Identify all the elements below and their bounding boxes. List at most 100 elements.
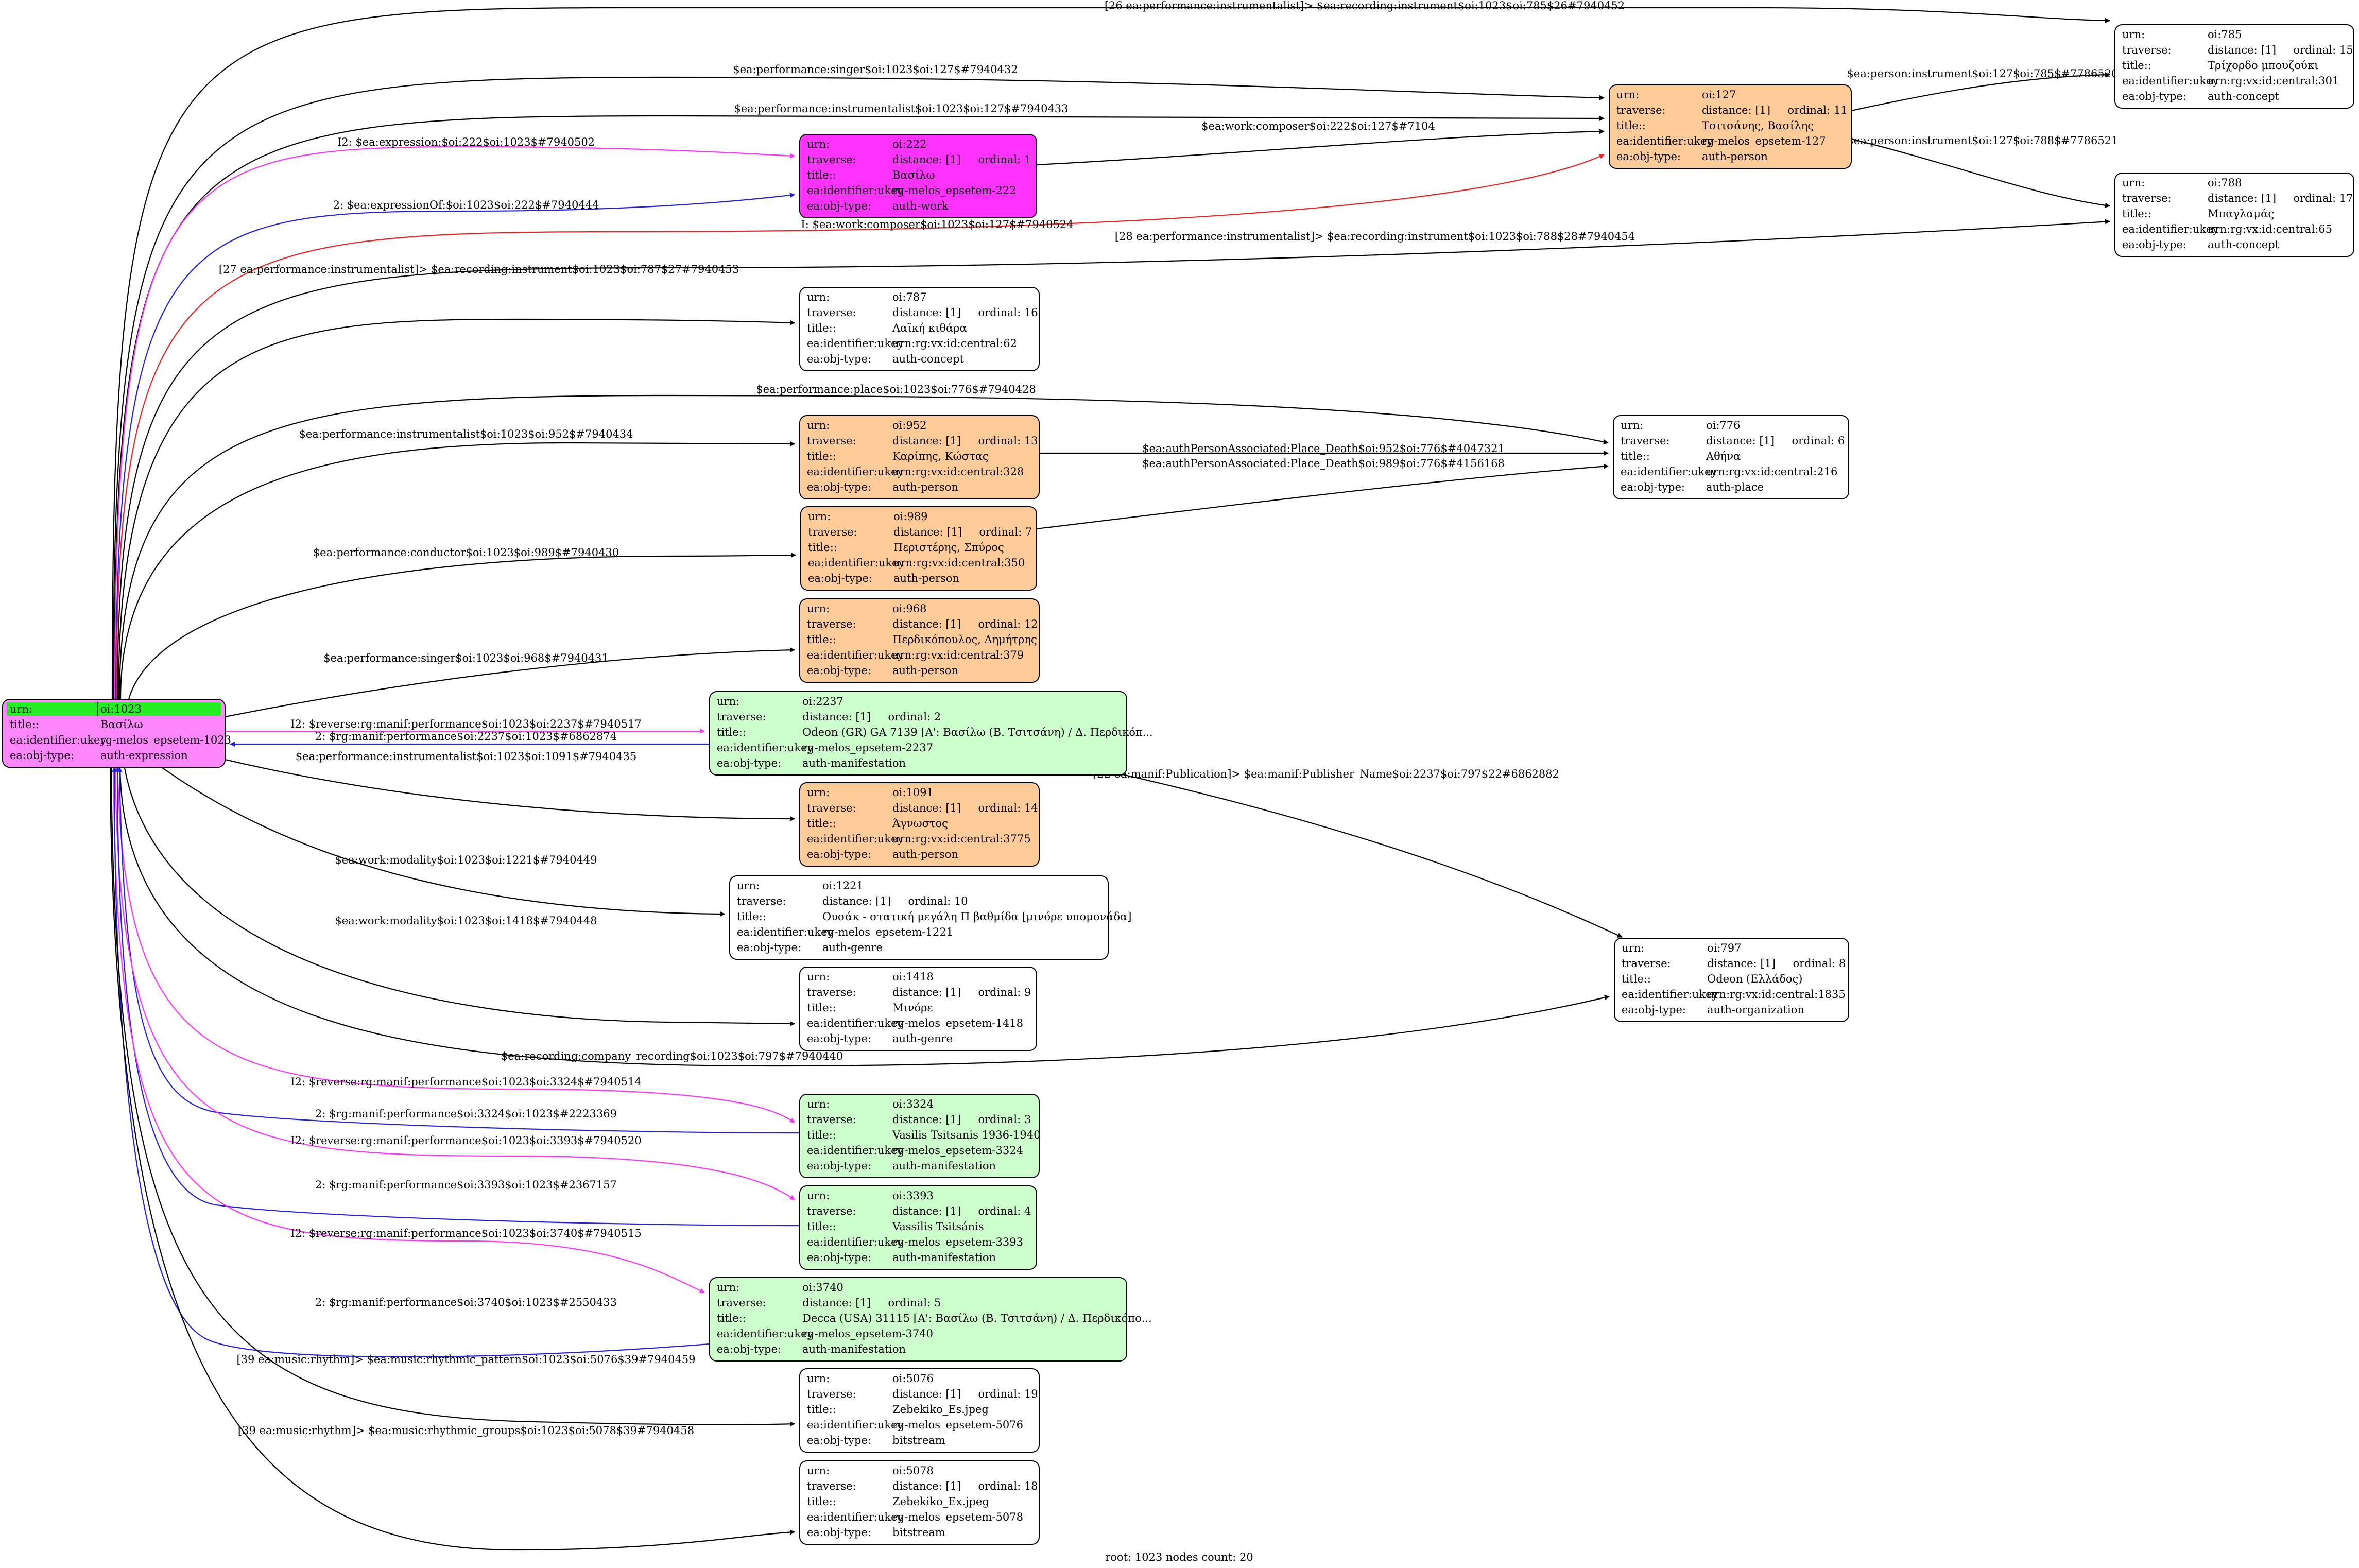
node-field-key: urn:: [808, 510, 831, 523]
node-field-value: Τρίχορδο μπουζούκι: [2208, 59, 2318, 72]
node-field-key: ea:identifier:ukey: [808, 557, 905, 569]
node-field-key: urn:: [1622, 942, 1644, 954]
node-field-key: title::: [2122, 59, 2151, 72]
node-box: [799, 287, 1040, 371]
edge-label: I2: $reverse:rg:manif:performance$oi:102…: [290, 1227, 641, 1239]
edge-label: $ea:work:modality$oi:1023$oi:1221$#79404…: [335, 854, 597, 866]
edge-label: I2: $reverse:rg:manif:performance$oi:102…: [290, 718, 641, 730]
node-field-value: auth-manifestation: [892, 1251, 996, 1264]
node-field-key: title::: [807, 1220, 836, 1233]
edge-n1023-n3324: [116, 762, 795, 1123]
node-box: [799, 967, 1037, 1051]
node-field-value: auth-person: [892, 481, 958, 493]
node-field-value: oi:797: [1707, 942, 1742, 954]
node-field-value: distance: [1] ordinal: 17: [2208, 192, 2353, 204]
root-header-highlight: [7, 702, 221, 716]
node-field-key: ea:identifier:ukey: [2122, 223, 2219, 235]
node-field-value: auth-person: [892, 664, 958, 677]
node-field-key: ea:obj-type:: [1622, 1004, 1686, 1016]
node-field-value: rg-melos_epsetem-3324: [892, 1144, 1023, 1157]
node-field-value: oi:787: [892, 291, 927, 303]
edge-label: $ea:performance:singer$oi:1023$oi:968$#7…: [323, 652, 609, 664]
node-1023[interactable]: urn:oi:1023title::Βασίλωea:identifier:uk…: [2, 699, 231, 768]
edge-n1023-n968: [225, 647, 795, 718]
node-field-value: urn:rg:vx:id:central:65: [2208, 223, 2332, 235]
node-field-key: ea:identifier:ukey: [1616, 135, 1713, 147]
edge-n1023-n5078: [109, 762, 795, 1551]
node-field-value: distance: [1] ordinal: 19: [892, 1388, 1038, 1400]
edge-label: $ea:performance:singer$oi:1023$oi:127$#7…: [733, 63, 1018, 76]
node-field-key: urn:: [1616, 89, 1639, 101]
edge-n3324-n1023: [117, 767, 800, 1134]
node-field-key: ea:obj-type:: [2122, 90, 2186, 102]
edge-label: $ea:work:composer$oi:222$oi:127$#7104: [1201, 120, 1435, 132]
edge-n1023-n222: [114, 146, 795, 700]
node-field-value: Μπαγλαμάς: [2208, 208, 2274, 220]
node-field-value: Ουσάκ - στατική μεγάλη Π βαθμίδα [μινόρε…: [822, 910, 1131, 923]
node-box: [2, 699, 226, 768]
node-field-key: ea:identifier:ukey: [807, 1017, 904, 1029]
node-field-key: ea:identifier:ukey: [737, 926, 834, 938]
node-field-value: urn:rg:vx:id:central:3775: [892, 833, 1031, 845]
node-field-value: oi:785: [2208, 28, 2242, 41]
node-field-key: traverse:: [807, 306, 856, 319]
node-field-value: auth-manifestation: [892, 1160, 996, 1172]
node-field-key: ea:obj-type:: [807, 1526, 871, 1539]
node-field-key: traverse:: [2122, 192, 2172, 204]
node-field-value: distance: [1] ordinal: 14: [892, 802, 1038, 814]
edge-n1023-n788: [116, 219, 2110, 700]
node-field-value: auth-concept: [2208, 90, 2280, 102]
node-field-value: rg-melos_epsetem-3740: [802, 1328, 933, 1340]
edge-n1023-n5076: [110, 762, 795, 1427]
edge-n1023-n222: [115, 193, 795, 700]
node-field-value: Zebekiko_Es.jpeg: [892, 1403, 989, 1416]
node-box: [729, 875, 1109, 960]
nodes-layer: urn:oi:1023title::Βασίλωea:identifier:uk…: [2, 24, 2354, 1545]
node-field-key: ea:obj-type:: [807, 1434, 871, 1446]
edge-label: [27 ea:performance:instrumentalist]> $ea…: [219, 263, 739, 275]
node-field-value: distance: [1] ordinal: 9: [892, 986, 1031, 998]
node-box: [799, 782, 1040, 867]
node-field-value: auth-place: [1706, 481, 1764, 493]
node-field-key: traverse:: [807, 153, 856, 166]
node-field-key: title::: [807, 1495, 836, 1508]
node-field-key: traverse:: [717, 1297, 766, 1309]
node-field-key: traverse:: [807, 986, 856, 998]
node-field-value: urn:rg:vx:id:central:1835: [1707, 988, 1846, 1001]
node-box: [1613, 415, 1849, 499]
node-field-key: ea:identifier:ukey: [1622, 988, 1718, 1001]
node-field-key: title::: [807, 450, 836, 462]
node-field-key: urn:: [2122, 177, 2145, 189]
node-box: [709, 1277, 1127, 1362]
edge-n222-n127: [1036, 129, 1605, 166]
edge-n1023-n787: [117, 318, 795, 700]
node-field-key: traverse:: [1622, 957, 1671, 970]
node-field-key: ea:obj-type:: [807, 1251, 871, 1264]
node-field-value: oi:1091: [892, 786, 934, 799]
node-field-key: ea:obj-type:: [807, 1032, 871, 1045]
node-field-key: title::: [717, 726, 746, 738]
node-field-key: traverse:: [807, 1205, 856, 1217]
edge-label: 2: $ea:expressionOf:$oi:1023$oi:222$#794…: [333, 199, 599, 211]
node-field-key: urn:: [717, 1281, 739, 1294]
node-field-key: urn:: [807, 971, 830, 983]
